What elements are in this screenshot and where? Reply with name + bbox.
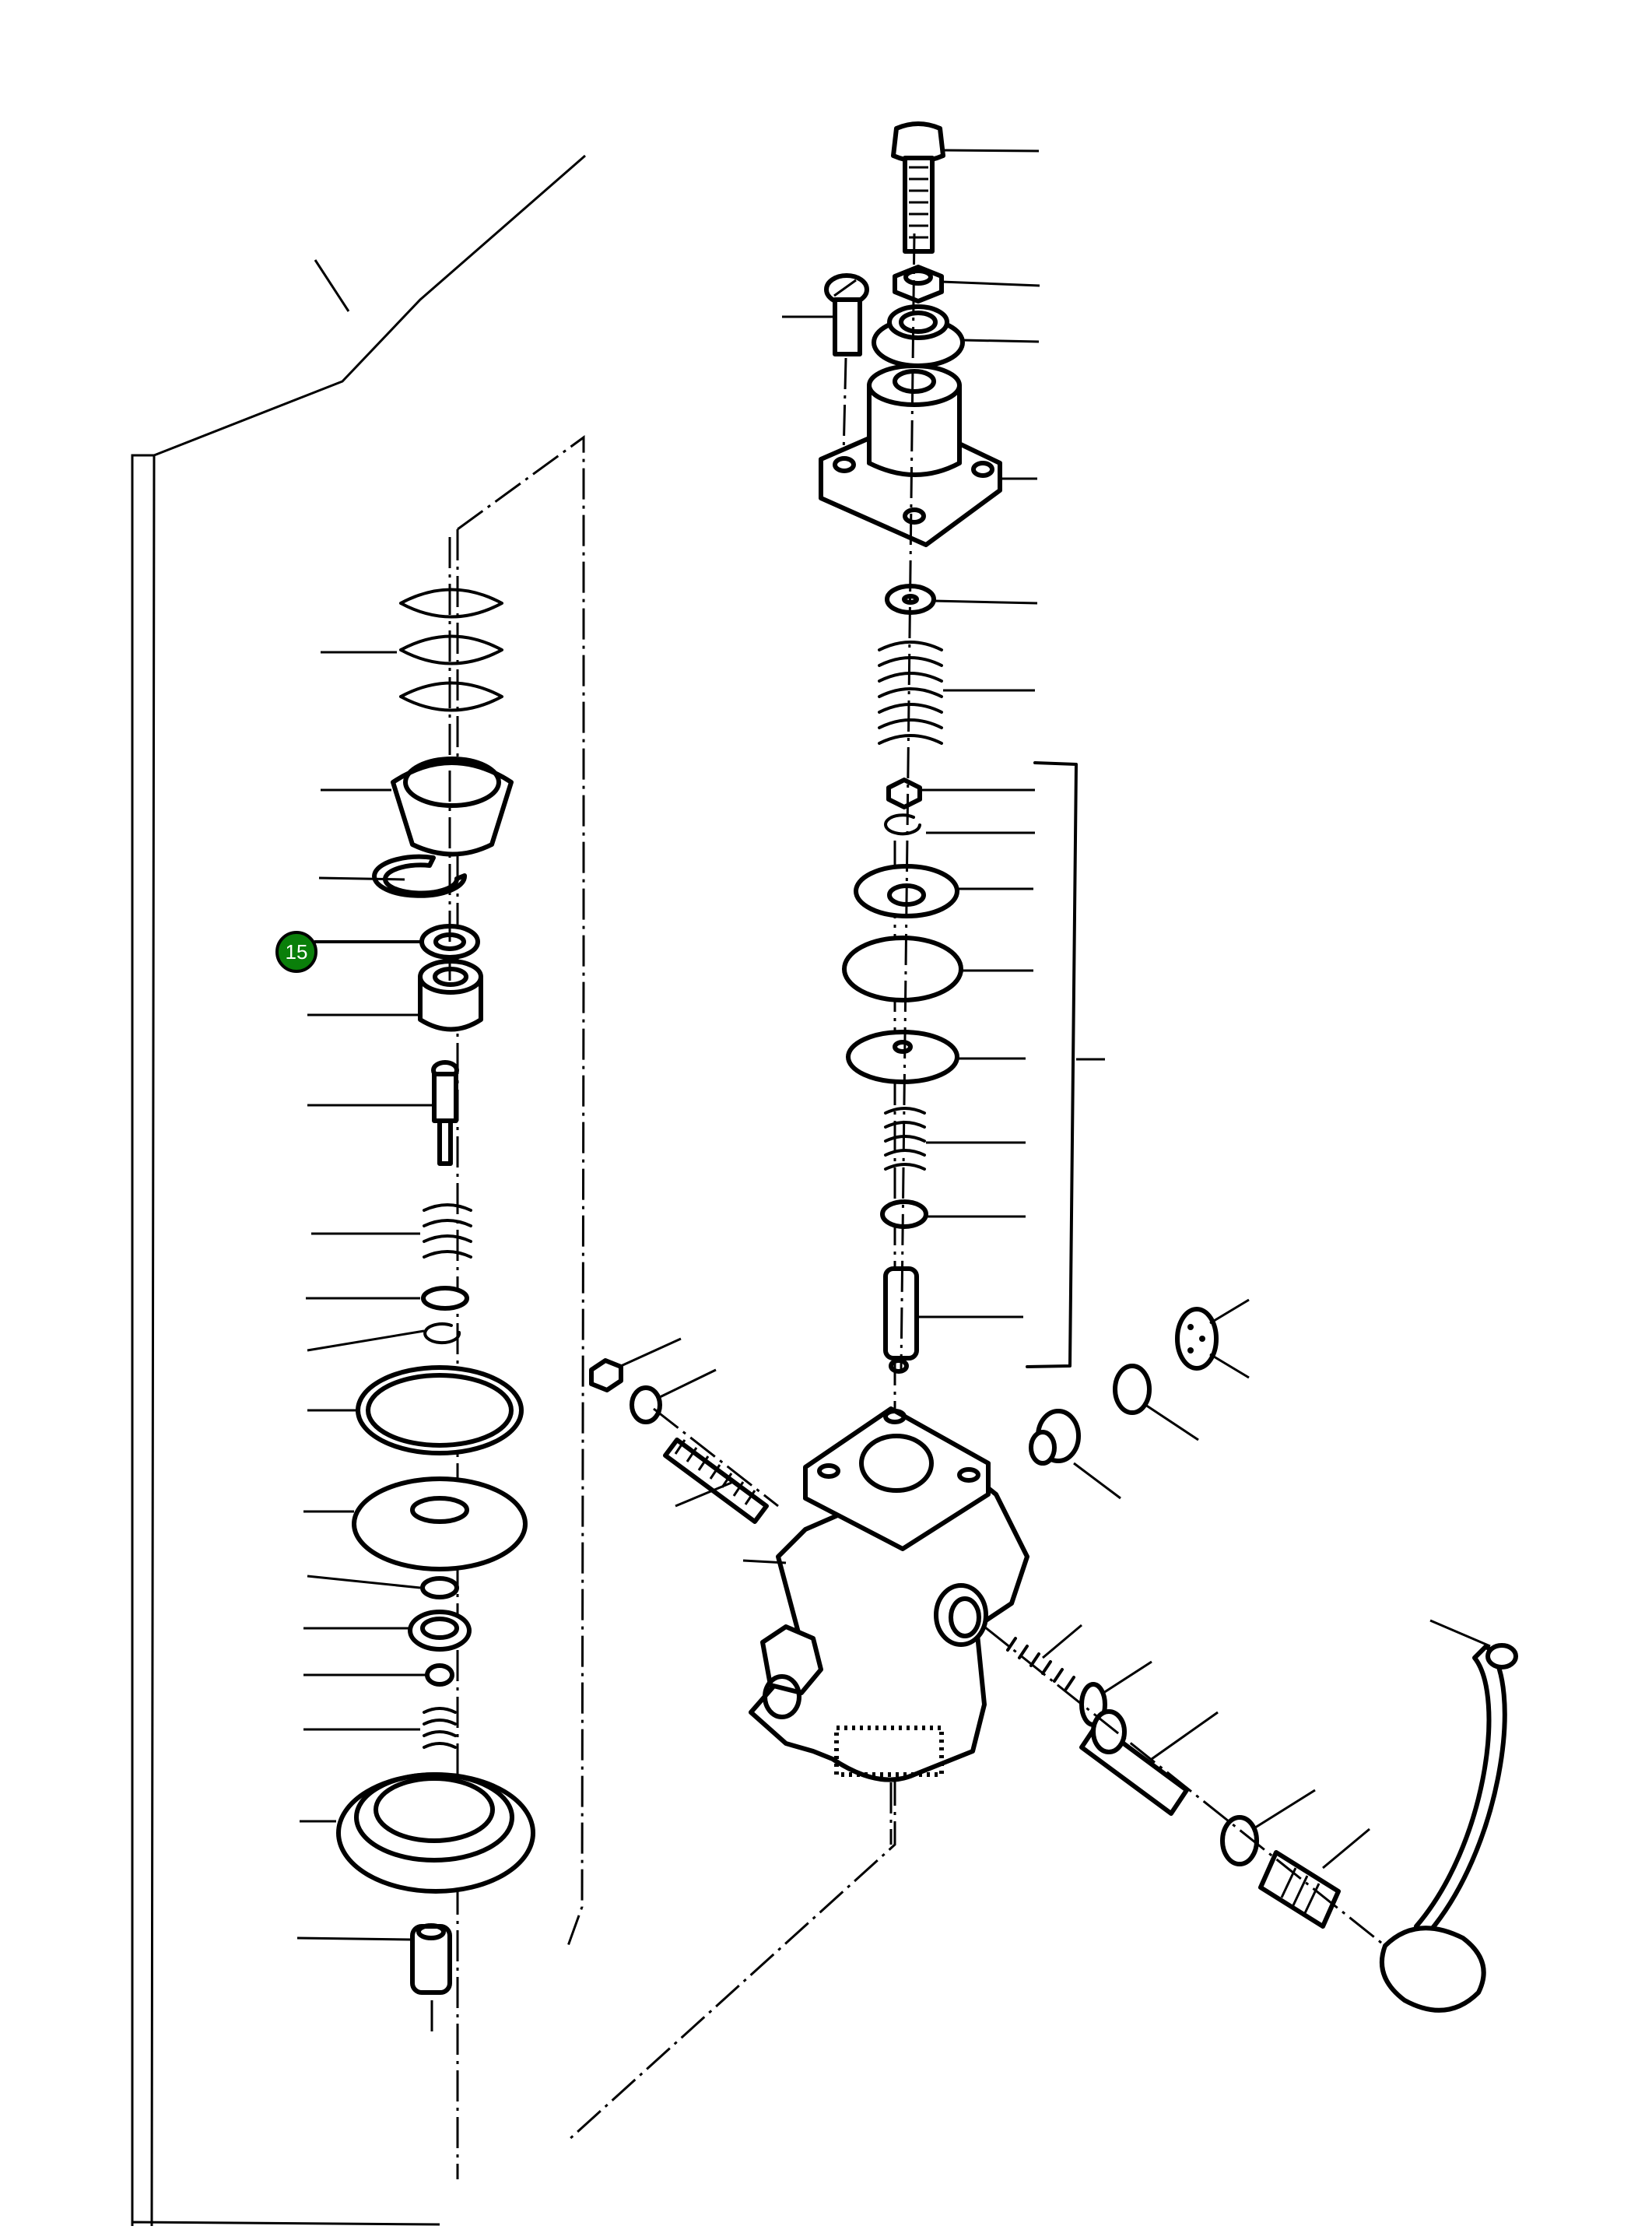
valve-body <box>742 1406 1029 1845</box>
spring-port-right <box>1006 1624 1082 1691</box>
axis-port-left <box>653 1407 779 1508</box>
valve-spool <box>1079 1709 1219 1816</box>
washer-left-b <box>306 1286 469 1311</box>
washer-15 <box>314 924 480 960</box>
assembly-bracket-right <box>1026 761 1105 1368</box>
o-ring-large <box>307 1365 524 1455</box>
upper-housing-flange <box>819 363 1037 547</box>
washer-left-c <box>307 1575 459 1599</box>
nut-left-small <box>303 1663 454 1687</box>
hex-nut-top <box>893 265 1040 304</box>
axis-right <box>900 233 916 1371</box>
slotted-screw <box>782 273 869 456</box>
operating-lever <box>1379 1619 1518 2013</box>
snap-ring-right <box>884 813 1035 836</box>
assembly-bracket-inner <box>456 435 896 2179</box>
cone-cup <box>321 757 514 857</box>
snap-ring-left <box>318 854 468 898</box>
plunger-right <box>883 1266 1023 1374</box>
spring-seat-cap <box>872 304 1040 368</box>
axis-port-right <box>984 1625 1386 1947</box>
hex-nut-port <box>589 1337 682 1392</box>
callout-number: 15 <box>285 939 308 964</box>
hex-nut-small <box>886 778 1035 809</box>
diaphragm-right <box>842 936 1033 1002</box>
bushing-left <box>307 959 483 1032</box>
spring-seat-right <box>880 1199 1026 1229</box>
plug-left <box>296 1923 452 2031</box>
lower-cover <box>300 1772 535 1894</box>
main-spring-left <box>321 588 503 712</box>
spring-upper-right <box>878 641 1035 745</box>
callout-badge-15[interactable]: 15 <box>275 931 317 973</box>
spring-left-small <box>311 1203 472 1259</box>
spring-lower-right <box>884 1107 1026 1171</box>
check-valve-disc <box>1113 1364 1199 1441</box>
assembly-bracket-outer <box>131 154 586 2227</box>
perforated-disc <box>1175 1298 1250 1379</box>
washer-port <box>630 1368 717 1424</box>
stud-port <box>663 1438 769 1524</box>
valve-seat-left <box>303 1610 472 1652</box>
pin-left <box>307 1060 459 1166</box>
nozzle-insert <box>1029 1409 1121 1500</box>
spring-left-lower <box>303 1707 457 1749</box>
hex-bolt <box>891 121 1040 254</box>
diaphragm-left <box>303 1476 528 1571</box>
diaphragm-plate-upper <box>854 864 1033 918</box>
snap-ring-left-small <box>307 1322 461 1352</box>
diaphragm-plate-lower <box>846 1030 1026 1084</box>
threaded-bushing <box>1258 1827 1370 1929</box>
o-ring-spool <box>1220 1789 1316 1866</box>
